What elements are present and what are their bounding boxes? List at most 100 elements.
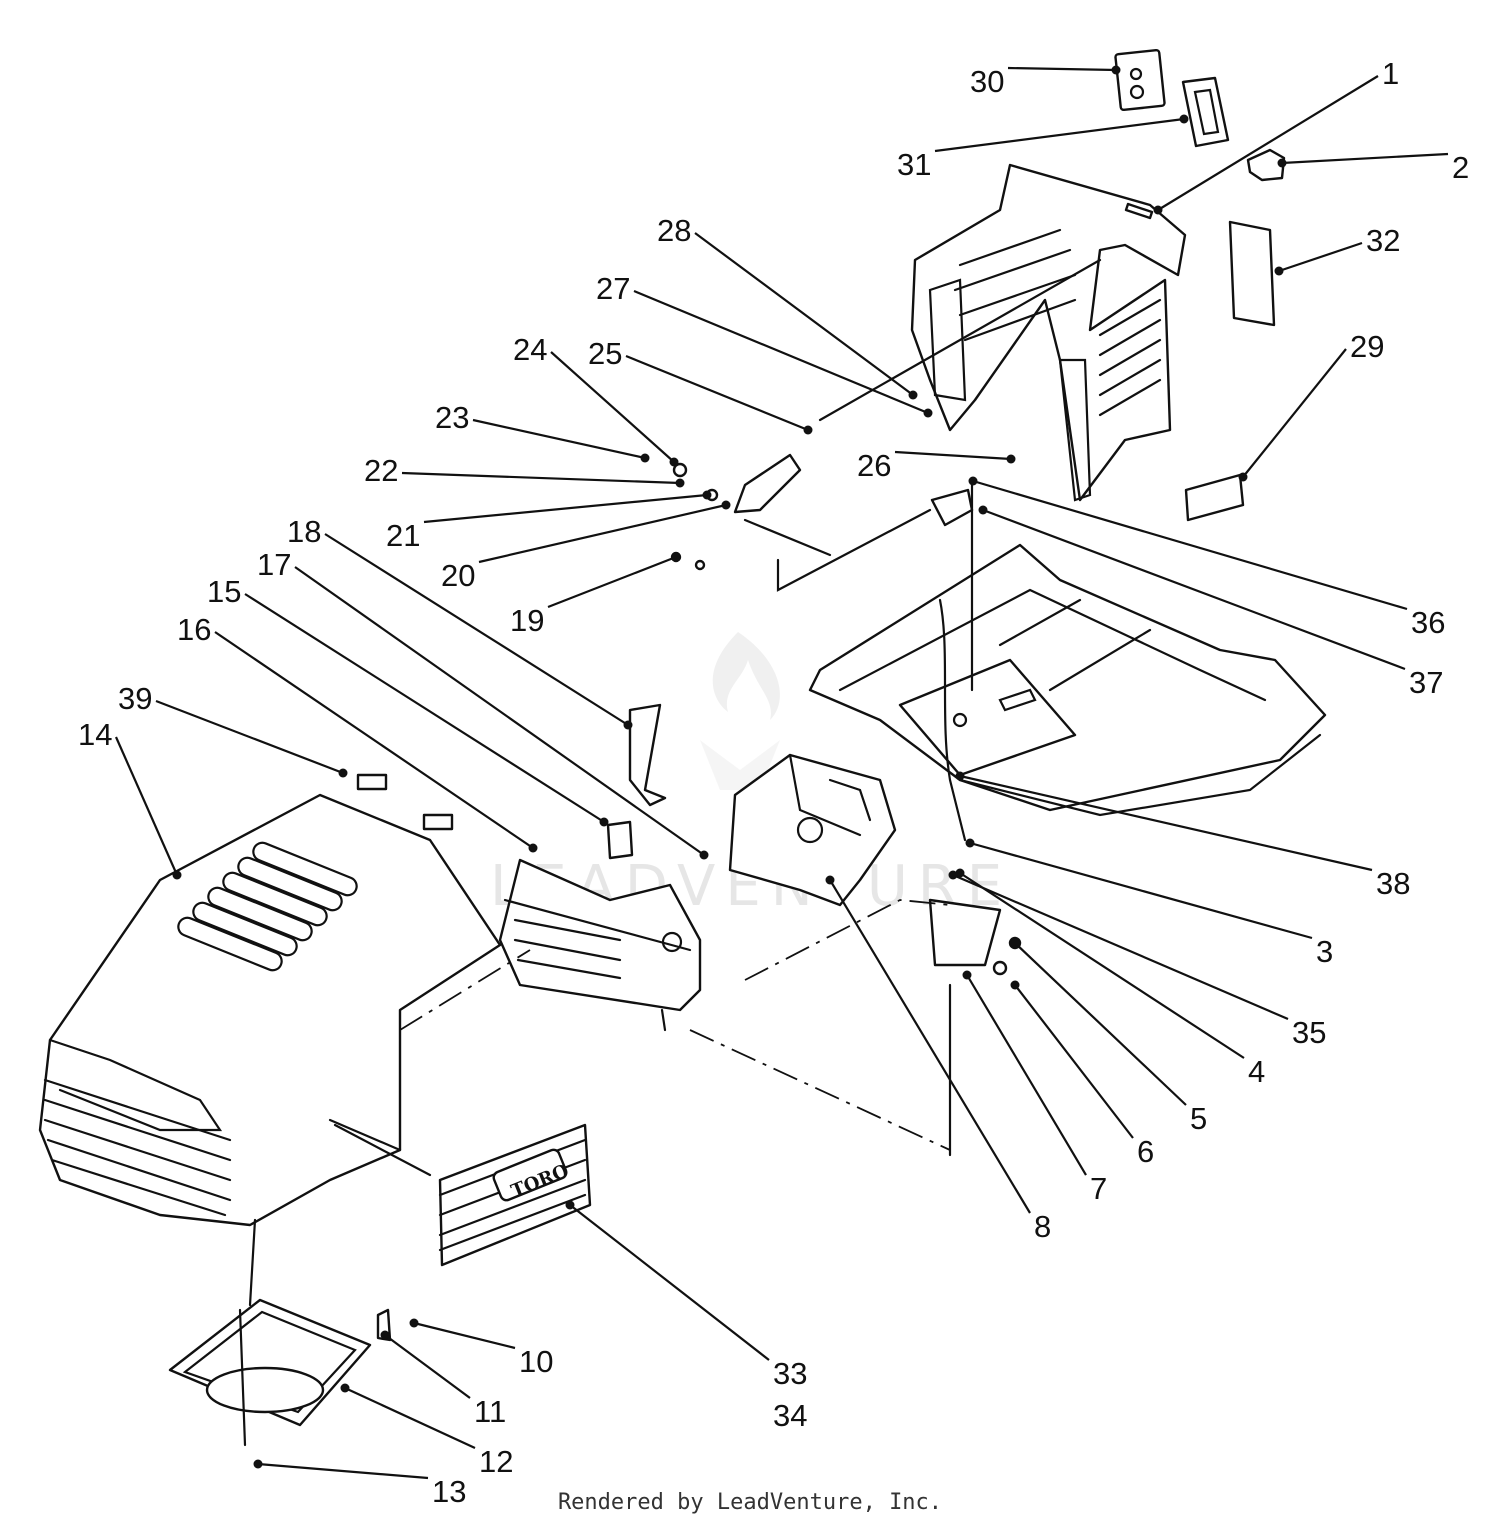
dash-cover-part — [498, 858, 702, 1032]
leader-line-21 — [423, 493, 708, 524]
leader-line-13 — [257, 1462, 429, 1480]
leader-dot-4 — [955, 868, 965, 878]
callout-34: 34 — [773, 1398, 807, 1433]
leader-line-37 — [982, 508, 1406, 671]
leader-dot-10 — [409, 1318, 419, 1328]
leader-line-4 — [959, 872, 1245, 1059]
leader-line-18 — [324, 533, 629, 726]
leader-dot-24 — [669, 457, 679, 467]
leader-dot-38 — [955, 771, 965, 781]
leader-line-5 — [1014, 942, 1187, 1106]
leader-dot-12 — [340, 1383, 350, 1393]
leader-dot-31 — [1179, 114, 1189, 124]
leader-dot-37 — [978, 505, 988, 515]
callout-6: 6 — [1137, 1134, 1154, 1169]
leader-line-27 — [633, 289, 929, 415]
leader-line-10 — [413, 1321, 516, 1350]
leader-dot-17 — [699, 850, 709, 860]
callout-17: 17 — [257, 547, 291, 582]
callout-33: 33 — [773, 1356, 807, 1391]
leader-dot-33 — [565, 1200, 575, 1210]
leader-line-35 — [952, 873, 1289, 1021]
decal-39a — [356, 773, 388, 791]
leader-dot-25 — [803, 425, 813, 435]
leader-line-15 — [244, 593, 605, 823]
callout-27: 27 — [596, 271, 630, 306]
callout-28: 28 — [657, 213, 691, 248]
leader-line-11 — [384, 1334, 471, 1399]
callout-13: 13 — [432, 1474, 466, 1509]
cup-holder-part — [168, 1298, 372, 1447]
leader-line-38 — [959, 774, 1373, 872]
leader-line-36 — [972, 479, 1408, 611]
hood-part — [38, 793, 502, 1227]
leader-dot-5 — [1010, 938, 1020, 948]
callout-7: 7 — [1090, 1171, 1107, 1206]
callout-30: 30 — [970, 64, 1004, 99]
fender-part — [808, 543, 1327, 817]
hood-vents — [177, 841, 358, 972]
callout-37: 37 — [1409, 665, 1443, 700]
decal-39b — [422, 813, 454, 831]
decal-31 — [1181, 76, 1230, 148]
decal-30 — [1114, 48, 1166, 112]
callout-2: 2 — [1452, 150, 1469, 185]
leader-line-19 — [547, 555, 677, 609]
leader-line-24 — [550, 351, 675, 463]
leader-line-16 — [214, 631, 534, 849]
bracket-35 — [928, 898, 1002, 967]
callout-39: 39 — [118, 681, 152, 716]
callout-29: 29 — [1350, 329, 1384, 364]
dash-panel-part — [728, 753, 897, 907]
leader-line-28 — [694, 232, 914, 396]
seat-part — [910, 163, 1187, 502]
leader-line-14 — [114, 736, 179, 876]
callout-19: 19 — [510, 603, 544, 638]
leader-dot-30 — [1111, 65, 1121, 75]
decal-15 — [606, 820, 634, 860]
leader-dot-15 — [599, 817, 609, 827]
leader-dot-27 — [923, 408, 933, 418]
leader-line-20 — [478, 503, 727, 564]
leader-line-30 — [1007, 66, 1117, 72]
bracket-18 — [628, 703, 667, 807]
leader-line-31 — [934, 117, 1185, 153]
callout-4: 4 — [1248, 1054, 1265, 1089]
leader-line-33 — [569, 1204, 770, 1361]
leader-line-39 — [155, 699, 344, 775]
leader-dot-19 — [671, 552, 681, 562]
leader-line-3 — [969, 841, 1313, 940]
leader-dot-16 — [528, 843, 538, 853]
watermark-flame-icon — [700, 632, 780, 790]
callout-16: 16 — [177, 612, 211, 647]
leader-line-32 — [1278, 241, 1363, 273]
leader-line-8 — [829, 879, 1031, 1214]
knob-part-2 — [1246, 148, 1286, 182]
decal-32 — [1228, 220, 1276, 327]
callout-23: 23 — [435, 400, 469, 435]
leader-line-25 — [625, 354, 809, 432]
leader-dot-18 — [623, 720, 633, 730]
leader-line-26 — [894, 450, 1012, 461]
callout-36: 36 — [1411, 605, 1445, 640]
leader-dot-14 — [172, 870, 182, 880]
leader-dot-21 — [702, 490, 712, 500]
callout-38: 38 — [1376, 866, 1410, 901]
callout-1: 1 — [1382, 56, 1399, 91]
callout-11: 11 — [474, 1394, 506, 1429]
toro-logo-plate: TORO — [438, 1123, 592, 1267]
leader-dot-29 — [1238, 472, 1248, 482]
callout-20: 20 — [441, 558, 475, 593]
leader-dot-32 — [1274, 266, 1284, 276]
callout-26: 26 — [857, 448, 891, 483]
leader-line-12 — [344, 1387, 476, 1449]
leader-line-23 — [472, 418, 646, 460]
leader-dot-28 — [908, 390, 918, 400]
callout-10: 10 — [519, 1344, 553, 1379]
leader-dot-1 — [1153, 205, 1163, 215]
callout-22: 22 — [364, 453, 398, 488]
leader-dot-23 — [640, 453, 650, 463]
leader-dot-36 — [968, 476, 978, 486]
